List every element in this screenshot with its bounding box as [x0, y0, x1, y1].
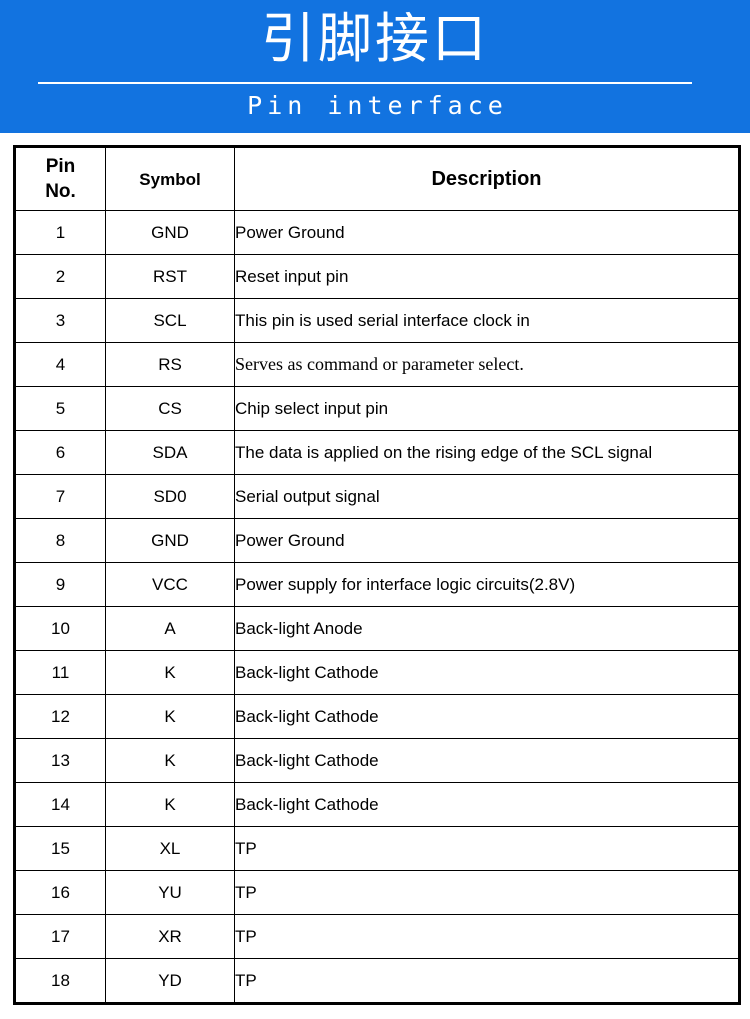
cell-symbol: K: [105, 782, 235, 827]
cell-pin-no: 7: [14, 474, 106, 519]
cell-description: Back-light Cathode: [234, 738, 740, 783]
cell-pin-no: 13: [14, 738, 106, 783]
page-banner: 引脚接口 Pin interface: [0, 0, 750, 133]
cell-pin-no: 8: [14, 518, 106, 563]
cell-pin-no: 15: [14, 826, 106, 871]
cell-pin-no: 11: [14, 650, 106, 695]
cell-symbol: GND: [105, 210, 235, 255]
column-header-pin-no: Pin No.: [14, 146, 106, 211]
table-header: Pin No. Symbol Description: [14, 146, 740, 211]
banner-divider: [38, 82, 692, 84]
cell-symbol: XR: [105, 914, 235, 959]
cell-symbol: VCC: [105, 562, 235, 607]
cell-symbol: GND: [105, 518, 235, 563]
cell-symbol: K: [105, 650, 235, 695]
cell-description: Back-light Cathode: [234, 782, 740, 827]
cell-pin-no: 10: [14, 606, 106, 651]
cell-description: Power Ground: [234, 210, 740, 255]
cell-symbol: RST: [105, 254, 235, 299]
cell-description: Chip select input pin: [234, 386, 740, 431]
cell-symbol: CS: [105, 386, 235, 431]
cell-pin-no: 16: [14, 870, 106, 915]
cell-symbol: K: [105, 738, 235, 783]
cell-pin-no: 14: [14, 782, 106, 827]
page-title: 引脚接口: [261, 7, 489, 70]
cell-symbol: A: [105, 606, 235, 651]
cell-symbol: SDA: [105, 430, 235, 475]
cell-description: TP: [234, 870, 740, 915]
cell-symbol: YU: [105, 870, 235, 915]
cell-pin-no: 2: [14, 254, 106, 299]
cell-description: TP: [234, 958, 740, 1004]
cell-description: Back-light Anode: [234, 606, 740, 651]
cell-description: The data is applied on the rising edge o…: [234, 430, 740, 475]
cell-pin-no: 12: [14, 694, 106, 739]
column-header-description: Description: [234, 146, 740, 211]
cell-pin-no: 4: [14, 342, 106, 387]
cell-pin-no: 5: [14, 386, 106, 431]
cell-description: TP: [234, 914, 740, 959]
cell-pin-no: 9: [14, 562, 106, 607]
cell-description: TP: [234, 826, 740, 871]
cell-description: Back-light Cathode: [234, 650, 740, 695]
cell-pin-no: 6: [14, 430, 106, 475]
cell-symbol: YD: [105, 958, 235, 1004]
page-subtitle: Pin interface: [247, 91, 508, 120]
cell-description: Power supply for interface logic circuit…: [234, 562, 740, 607]
cell-symbol: XL: [105, 826, 235, 871]
cell-description: This pin is used serial interface clock …: [234, 298, 740, 343]
cell-symbol: SD0: [105, 474, 235, 519]
cell-symbol: SCL: [105, 298, 235, 343]
cell-pin-no: 17: [14, 914, 106, 959]
cell-description: Back-light Cathode: [234, 694, 740, 739]
column-header-pin-line1: Pin: [45, 156, 76, 177]
cell-pin-no: 1: [14, 210, 106, 255]
column-header-pin-line2: No.: [45, 181, 76, 202]
cell-description: Serial output signal: [234, 474, 740, 519]
table-header-row: Pin No. Symbol Description: [14, 146, 740, 211]
cell-symbol: K: [105, 694, 235, 739]
cell-pin-no: 3: [14, 298, 106, 343]
column-header-symbol: Symbol: [105, 146, 235, 211]
cell-pin-no: 18: [14, 958, 106, 1004]
cell-description: Serves as command or parameter select.: [234, 342, 740, 387]
cell-description: Power Ground: [234, 518, 740, 563]
cell-description: Reset input pin: [234, 254, 740, 299]
cell-symbol: RS: [105, 342, 235, 387]
